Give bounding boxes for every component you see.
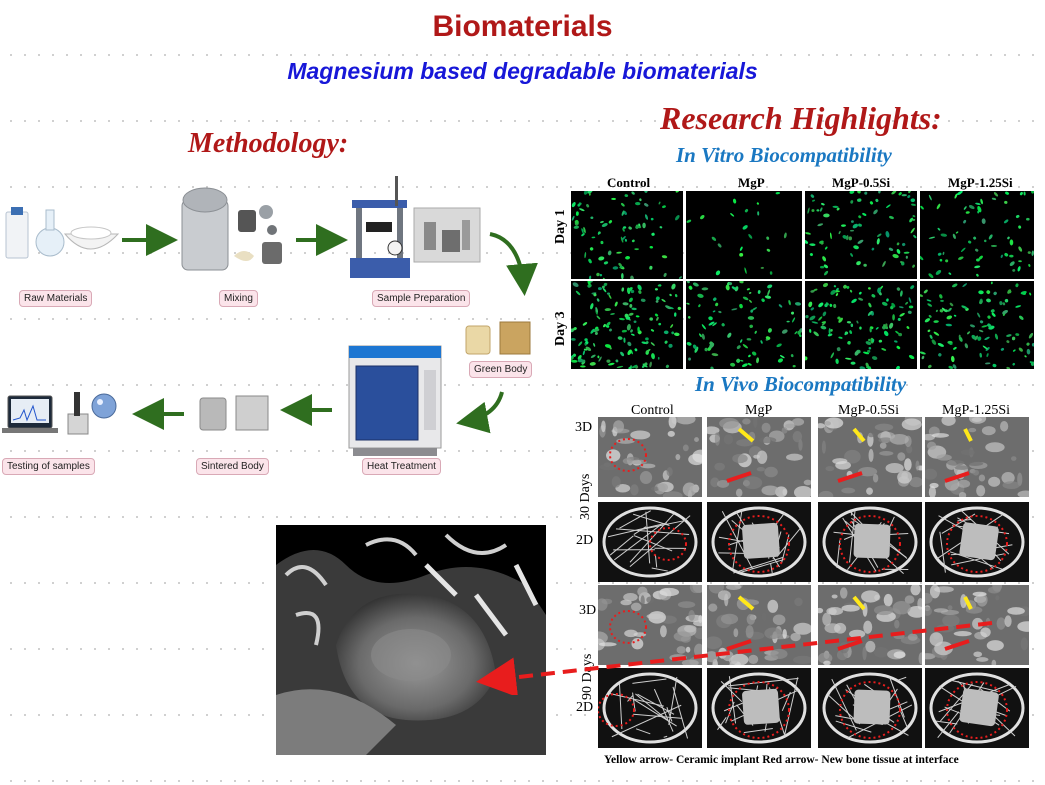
page-title: Biomaterials: [432, 10, 613, 43]
vitro-col-label: MgP-1.25Si: [948, 175, 1013, 190]
micro-ct-image: [707, 417, 811, 497]
step-label-heat-treatment: Heat Treatment: [362, 458, 441, 475]
micro-ct-image: [818, 502, 922, 582]
micro-ct-image: [818, 417, 922, 497]
vitro-col-label: Control: [607, 175, 651, 190]
vivo-col-label: MgP-1.25Si: [942, 403, 1011, 418]
micro-ct-image: [818, 585, 922, 665]
micro-ct-image: [925, 502, 1029, 582]
vivo-col-label: MgP-0.5Si: [838, 403, 900, 418]
micro-ct-image: [598, 417, 702, 497]
fluorescence-image: [805, 281, 917, 369]
fluorescence-image: [920, 191, 1034, 279]
vivo-row-label: 2D: [576, 700, 594, 715]
in-vivo-heading: In Vivo Biocompatibility: [695, 372, 907, 396]
page-subtitle: Magnesium based degradable biomaterials: [287, 58, 758, 84]
vivo-group-label: 30 Days: [578, 473, 593, 520]
testing-illustration: [2, 392, 117, 435]
step-label-mixing: Mixing: [219, 290, 258, 307]
step-label-green-body: Green Body: [469, 361, 533, 378]
fluorescence-image: [571, 281, 683, 369]
fluorescence-image: [571, 191, 683, 279]
vivo-row-label: 3D: [579, 603, 597, 618]
mixing-illustration: [181, 187, 282, 271]
step-label-sintered-body: Sintered Body: [196, 458, 269, 475]
sintered-body-illustration: [199, 395, 269, 431]
micro-ct-image: [598, 668, 702, 748]
micro-ct-image: [707, 585, 811, 665]
press-illustration: [350, 176, 481, 278]
furnace-illustration: [348, 345, 442, 456]
vitro-row-label: Day 3: [553, 311, 568, 346]
fluorescence-image: [686, 191, 802, 279]
legend-caption: Yellow arrow- Ceramic implant Red arrow-…: [604, 754, 959, 766]
zoom-connector-arrow: [476, 621, 993, 695]
raw-materials-illustration: [5, 207, 120, 259]
vitro-col-label: MgP-0.5Si: [832, 175, 891, 190]
micro-ct-image: [818, 668, 922, 748]
micro-ct-image: [707, 502, 811, 582]
vivo-row-label: 3D: [575, 420, 593, 435]
methodology-heading: Methodology:: [188, 128, 349, 159]
step-label-raw-materials: Raw Materials: [19, 290, 93, 307]
step-label-testing: Testing of samples: [2, 458, 95, 475]
vivo-col-label: Control: [631, 403, 674, 418]
flow-arrow-4: [456, 391, 504, 434]
vitro-col-label: MgP: [738, 175, 765, 190]
micro-ct-image: [925, 668, 1029, 748]
micro-ct-image: [925, 417, 1029, 497]
step-label-sample-preparation: Sample Preparation: [372, 290, 471, 307]
micro-ct-image: [707, 668, 811, 748]
research-highlights-heading: Research Highlights:: [660, 100, 942, 136]
micro-ct-image: [598, 502, 702, 582]
micro-ct-image: [925, 585, 1029, 665]
fluorescence-image: [805, 191, 917, 279]
flow-arrow-3: [489, 232, 538, 296]
fluorescence-image: [686, 281, 802, 369]
green-body-illustration: [465, 321, 531, 355]
vivo-col-label: MgP: [745, 403, 773, 418]
magnified-bone-render: [276, 525, 546, 755]
in-vitro-heading: In Vitro Biocompatibility: [676, 143, 892, 167]
vivo-row-label: 2D: [576, 533, 594, 548]
vitro-row-label: Day 1: [553, 209, 568, 244]
methodology-flow-diagram: [2, 176, 538, 456]
micro-ct-image: [598, 585, 702, 665]
fluorescence-image: [920, 281, 1034, 369]
